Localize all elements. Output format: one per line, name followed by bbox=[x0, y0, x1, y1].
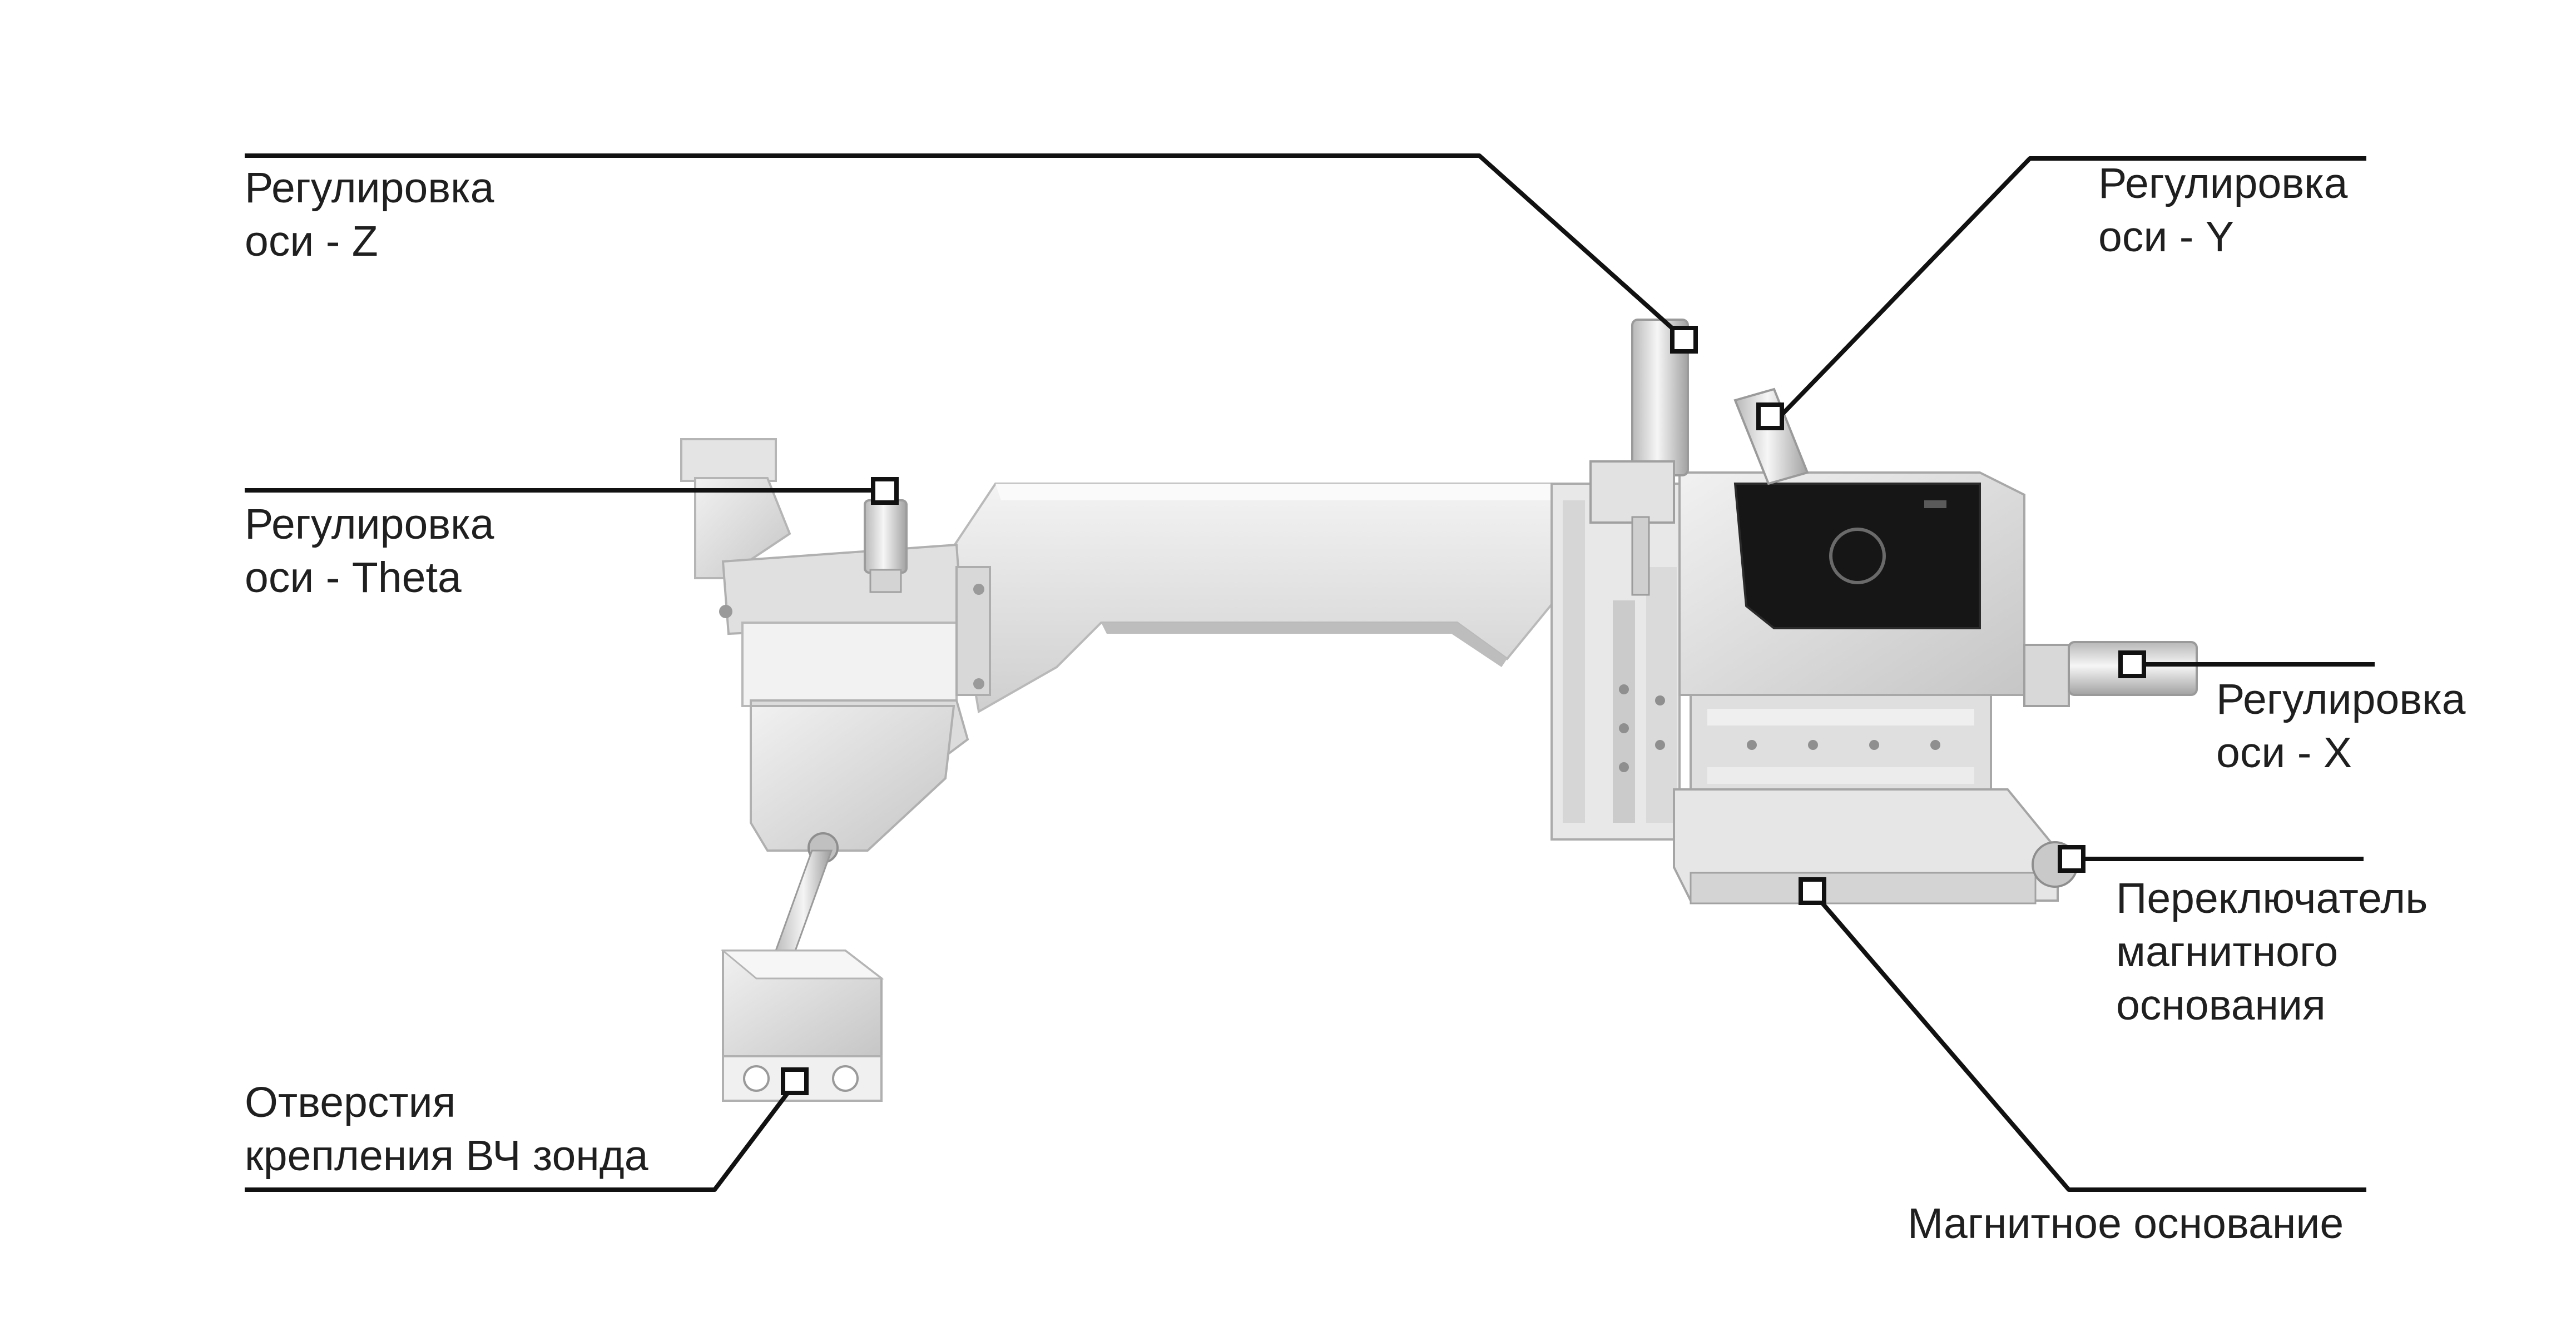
leader-z-axis bbox=[245, 153, 1692, 346]
label-z-axis-line1: Регулировка bbox=[245, 164, 494, 212]
theta-head bbox=[680, 438, 991, 852]
marker-x-axis bbox=[2118, 650, 2146, 678]
control-panel bbox=[1733, 483, 1981, 629]
x-micrometer bbox=[2023, 641, 2198, 707]
label-magnetic-base: Магнитное основание bbox=[1908, 1197, 2344, 1250]
probe-rod-and-mount bbox=[720, 832, 884, 1102]
marker-magnet-switch bbox=[2058, 845, 2085, 873]
label-magnet-switch-line1: Переключатель bbox=[2116, 874, 2428, 922]
label-x-axis-line1: Регулировка bbox=[2216, 675, 2466, 723]
label-probe-holes-line1: Отверстия bbox=[245, 1078, 456, 1126]
label-z-axis-line2: оси - Z bbox=[245, 217, 378, 265]
label-x-axis-line2: оси - X bbox=[2216, 729, 2352, 777]
z-micrometer bbox=[1589, 319, 1689, 596]
theta-micrometer bbox=[864, 499, 908, 593]
leader-y-axis bbox=[1778, 156, 2366, 419]
label-y-axis-line1: Регулировка bbox=[2098, 160, 2348, 207]
leader-lines bbox=[245, 153, 2375, 1192]
label-probe-holes: Отверстия крепления ВЧ зонда bbox=[245, 1076, 648, 1182]
label-magnet-switch-line2: магнитного bbox=[2116, 928, 2339, 976]
label-theta-axis: Регулировка оси - Theta bbox=[245, 498, 494, 604]
label-theta-axis-line2: оси - Theta bbox=[245, 554, 462, 602]
xyz-stage bbox=[1550, 471, 2078, 904]
label-x-axis: Регулировка оси - X bbox=[2216, 673, 2465, 779]
label-magnet-switch: Переключатель магнитного основания bbox=[2116, 872, 2428, 1032]
label-y-axis-line2: оси - Y bbox=[2098, 213, 2235, 261]
label-magnet-switch-line3: основания bbox=[2116, 981, 2326, 1029]
marker-squares bbox=[781, 326, 2146, 1095]
probe-positioner-device bbox=[680, 319, 2198, 1102]
extension-arm bbox=[949, 483, 1558, 714]
label-magnetic-base-line1: Магнитное основание bbox=[1908, 1200, 2344, 1247]
marker-z-axis bbox=[1670, 326, 1698, 354]
label-probe-holes-line2: крепления ВЧ зонда bbox=[245, 1132, 648, 1180]
label-z-axis: Регулировка оси - Z bbox=[245, 161, 494, 268]
marker-y-axis bbox=[1756, 402, 1784, 430]
label-theta-axis-line1: Регулировка bbox=[245, 500, 494, 548]
marker-probe-holes bbox=[781, 1067, 809, 1095]
leader-probe-holes bbox=[245, 1081, 797, 1192]
marker-magnetic-base bbox=[1799, 877, 1826, 905]
marker-theta-axis bbox=[871, 477, 899, 505]
leader-magnetic-base bbox=[1811, 891, 2366, 1192]
label-y-axis: Регулировка оси - Y bbox=[2098, 157, 2347, 264]
y-micrometer bbox=[1733, 387, 1809, 485]
